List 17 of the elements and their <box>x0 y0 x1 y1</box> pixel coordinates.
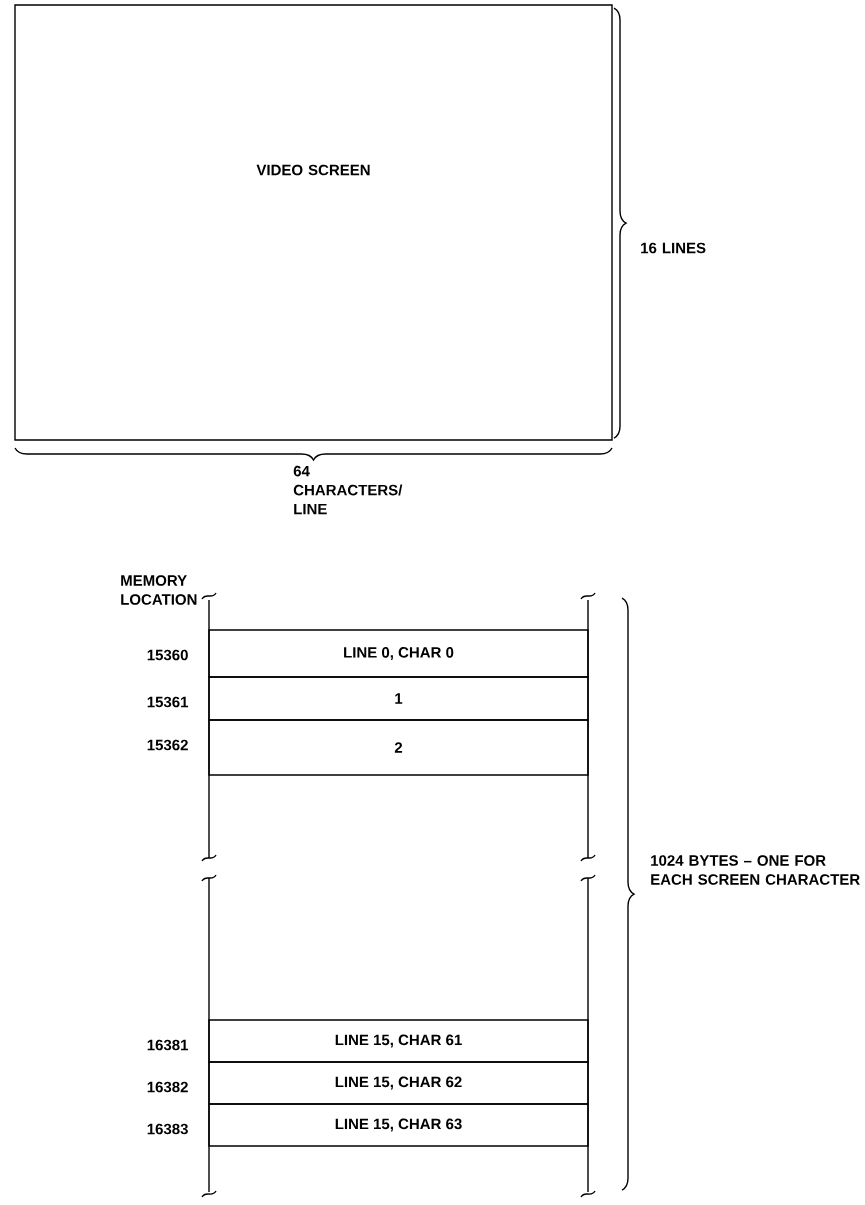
dimension-label: 1024 BYTES – ONE FOR EACH SCREEN CHARACTER <box>651 855 860 885</box>
screen-box: VIDEO SCREEN <box>14 4 613 441</box>
address-label: 15360 <box>147 649 188 661</box>
address-label: 16382 <box>147 1081 188 1093</box>
memory-cell: 2 <box>208 719 589 776</box>
memory-cell: LINE 0, CHAR 0 <box>208 629 589 678</box>
memory-cell: LINE 15, CHAR 63 <box>208 1103 589 1147</box>
dimension-label: 16 LINES <box>641 242 706 254</box>
memory-cell: 1 <box>208 676 589 721</box>
memory-cell: LINE 15, CHAR 62 <box>208 1061 589 1105</box>
dimension-label: 64 CHARACTERS/ LINE <box>293 465 403 515</box>
address-label: 15361 <box>147 696 189 708</box>
address-label: 16381 <box>147 1039 189 1051</box>
memory-cell: LINE 15, CHAR 61 <box>208 1019 589 1063</box>
address-label: 16383 <box>147 1123 188 1135</box>
dimension-label: MEMORY LOCATION <box>121 575 197 605</box>
address-label: 15362 <box>147 739 188 751</box>
